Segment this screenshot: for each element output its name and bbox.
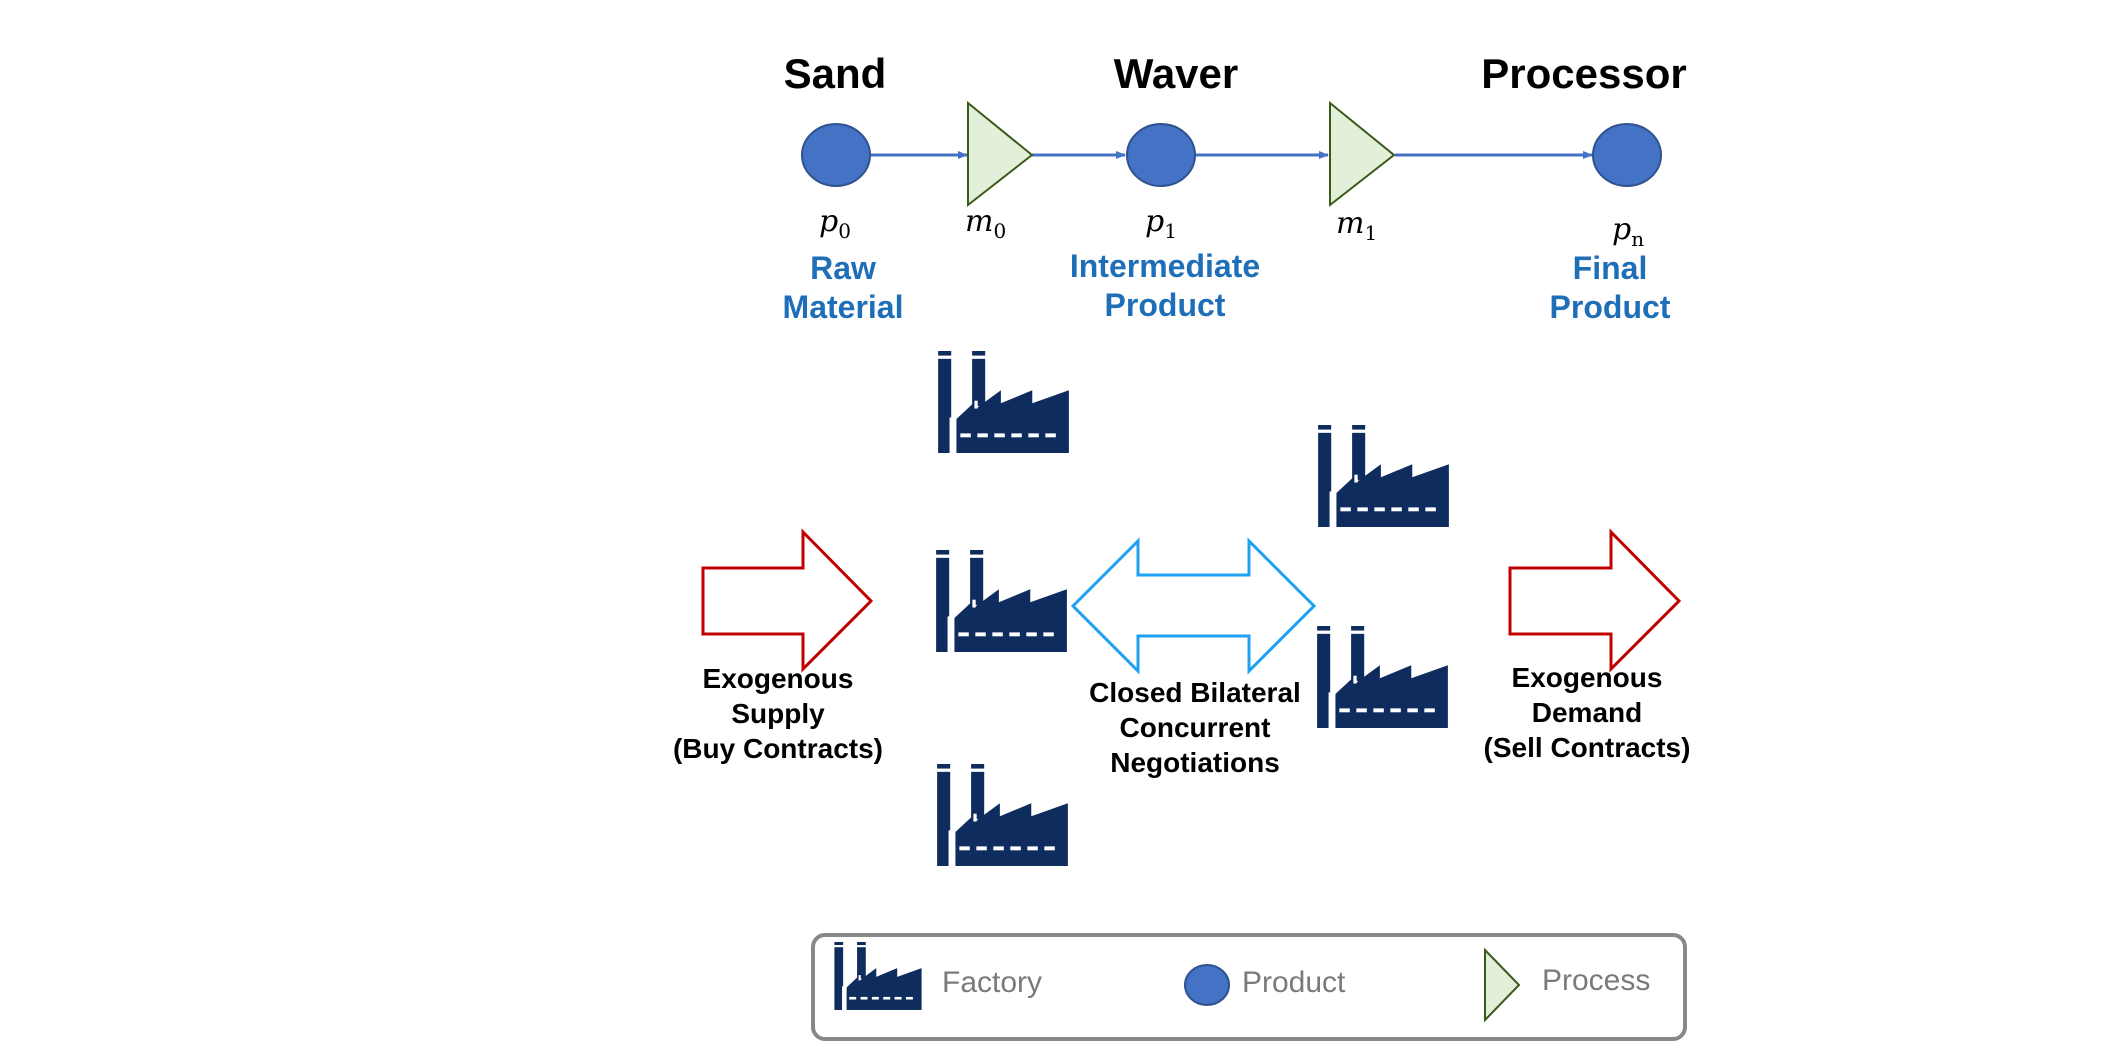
factory-icon <box>1315 626 1450 728</box>
legend-product-label: Product <box>1242 966 1346 999</box>
legend-box <box>811 933 1687 1041</box>
product-node-pn <box>1592 123 1662 187</box>
legend-product-icon <box>1184 964 1230 1006</box>
legend-process-icon <box>1484 947 1521 1023</box>
legend-process-label: Process <box>1542 964 1651 997</box>
label-pn: pn <box>1612 212 1645 251</box>
factory-icon <box>1316 425 1451 527</box>
label-p1: p1 <box>1145 204 1177 243</box>
exogenous-demand-arrow <box>1508 528 1682 673</box>
product-node-p1 <box>1126 123 1196 187</box>
factory-icon <box>934 550 1069 652</box>
title-waver: Waver <box>1113 50 1239 97</box>
legend-factory-label: Factory <box>942 966 1043 999</box>
process-node-m0 <box>967 100 1034 208</box>
title-processor: Processor <box>1481 50 1687 97</box>
label-m1: m1 <box>1336 206 1378 245</box>
exogenous-supply-arrow <box>701 528 874 673</box>
label-p0: p0 <box>819 204 851 243</box>
negotiation-double-arrow <box>1070 537 1317 675</box>
label-m0: m0 <box>965 204 1007 243</box>
process-node-m1 <box>1329 100 1396 208</box>
product-node-p0 <box>801 123 871 187</box>
factory-icon <box>935 764 1070 866</box>
factory-icon <box>936 351 1071 453</box>
title-sand: Sand <box>783 50 887 97</box>
